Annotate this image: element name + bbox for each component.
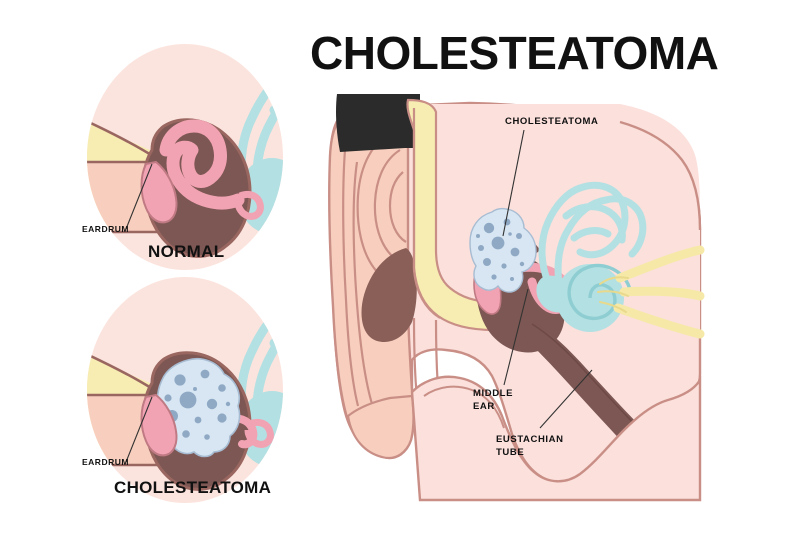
pinna-fold-outer xyxy=(342,149,360,407)
leader-eustachian-tube xyxy=(539,369,593,429)
hair-block xyxy=(336,94,405,152)
concha-shadow xyxy=(361,248,417,342)
disease-ossicle-ring xyxy=(244,418,274,448)
normal-ossicles xyxy=(159,119,245,210)
label-eardrum-cholesteatoma: EARDRUM xyxy=(82,457,129,467)
normal-eardrum xyxy=(140,160,178,224)
cochlea-spiral xyxy=(556,263,632,332)
label-eardrum-normal: EARDRUM xyxy=(82,224,129,234)
head-right-edge xyxy=(619,120,702,231)
caption-cholesteatoma: CHOLESTEATOMA xyxy=(114,478,272,497)
leader-eardrum-disease xyxy=(125,396,153,463)
label-middle-ear: MIDDLE EAR xyxy=(473,387,513,413)
label-cholesteatoma-main: CHOLESTEATOMA xyxy=(505,116,599,127)
normal-ossicle-ring xyxy=(234,190,264,220)
label-eustachian-tube: EUSTACHIAN TUBE xyxy=(496,433,564,459)
label-eustachian-tube-line1: EUSTACHIAN xyxy=(496,434,564,445)
page-title: CHOLESTEATOMA xyxy=(310,27,719,79)
nerve-fibers xyxy=(597,276,629,313)
lower-skin-shape xyxy=(410,375,702,502)
label-middle-ear-line1: MIDDLE xyxy=(473,388,514,399)
pinna-fold-mid xyxy=(352,161,374,405)
ear-lobe xyxy=(346,394,415,460)
main-ear-cross-section xyxy=(328,94,705,502)
leader-cholesteatoma-main xyxy=(502,129,525,237)
caption-normal: NORMAL xyxy=(148,242,225,261)
pinna-concha-curve xyxy=(388,171,407,243)
panel-normal-illustration xyxy=(87,44,283,270)
leader-middle-ear xyxy=(503,288,529,386)
auditory-nerve xyxy=(613,245,705,339)
disease-eardrum xyxy=(140,393,178,457)
lower-skin-inner xyxy=(423,385,505,429)
label-eustachian-tube-line2: TUBE xyxy=(496,447,525,458)
panel-cholesteatoma-illustration xyxy=(87,277,283,503)
leader-lines xyxy=(125,129,593,463)
label-middle-ear-line2: EAR xyxy=(473,401,495,412)
leader-eardrum-normal xyxy=(125,163,153,230)
ear-canal-wall-left xyxy=(412,108,441,319)
semicircular-canals xyxy=(538,181,647,294)
